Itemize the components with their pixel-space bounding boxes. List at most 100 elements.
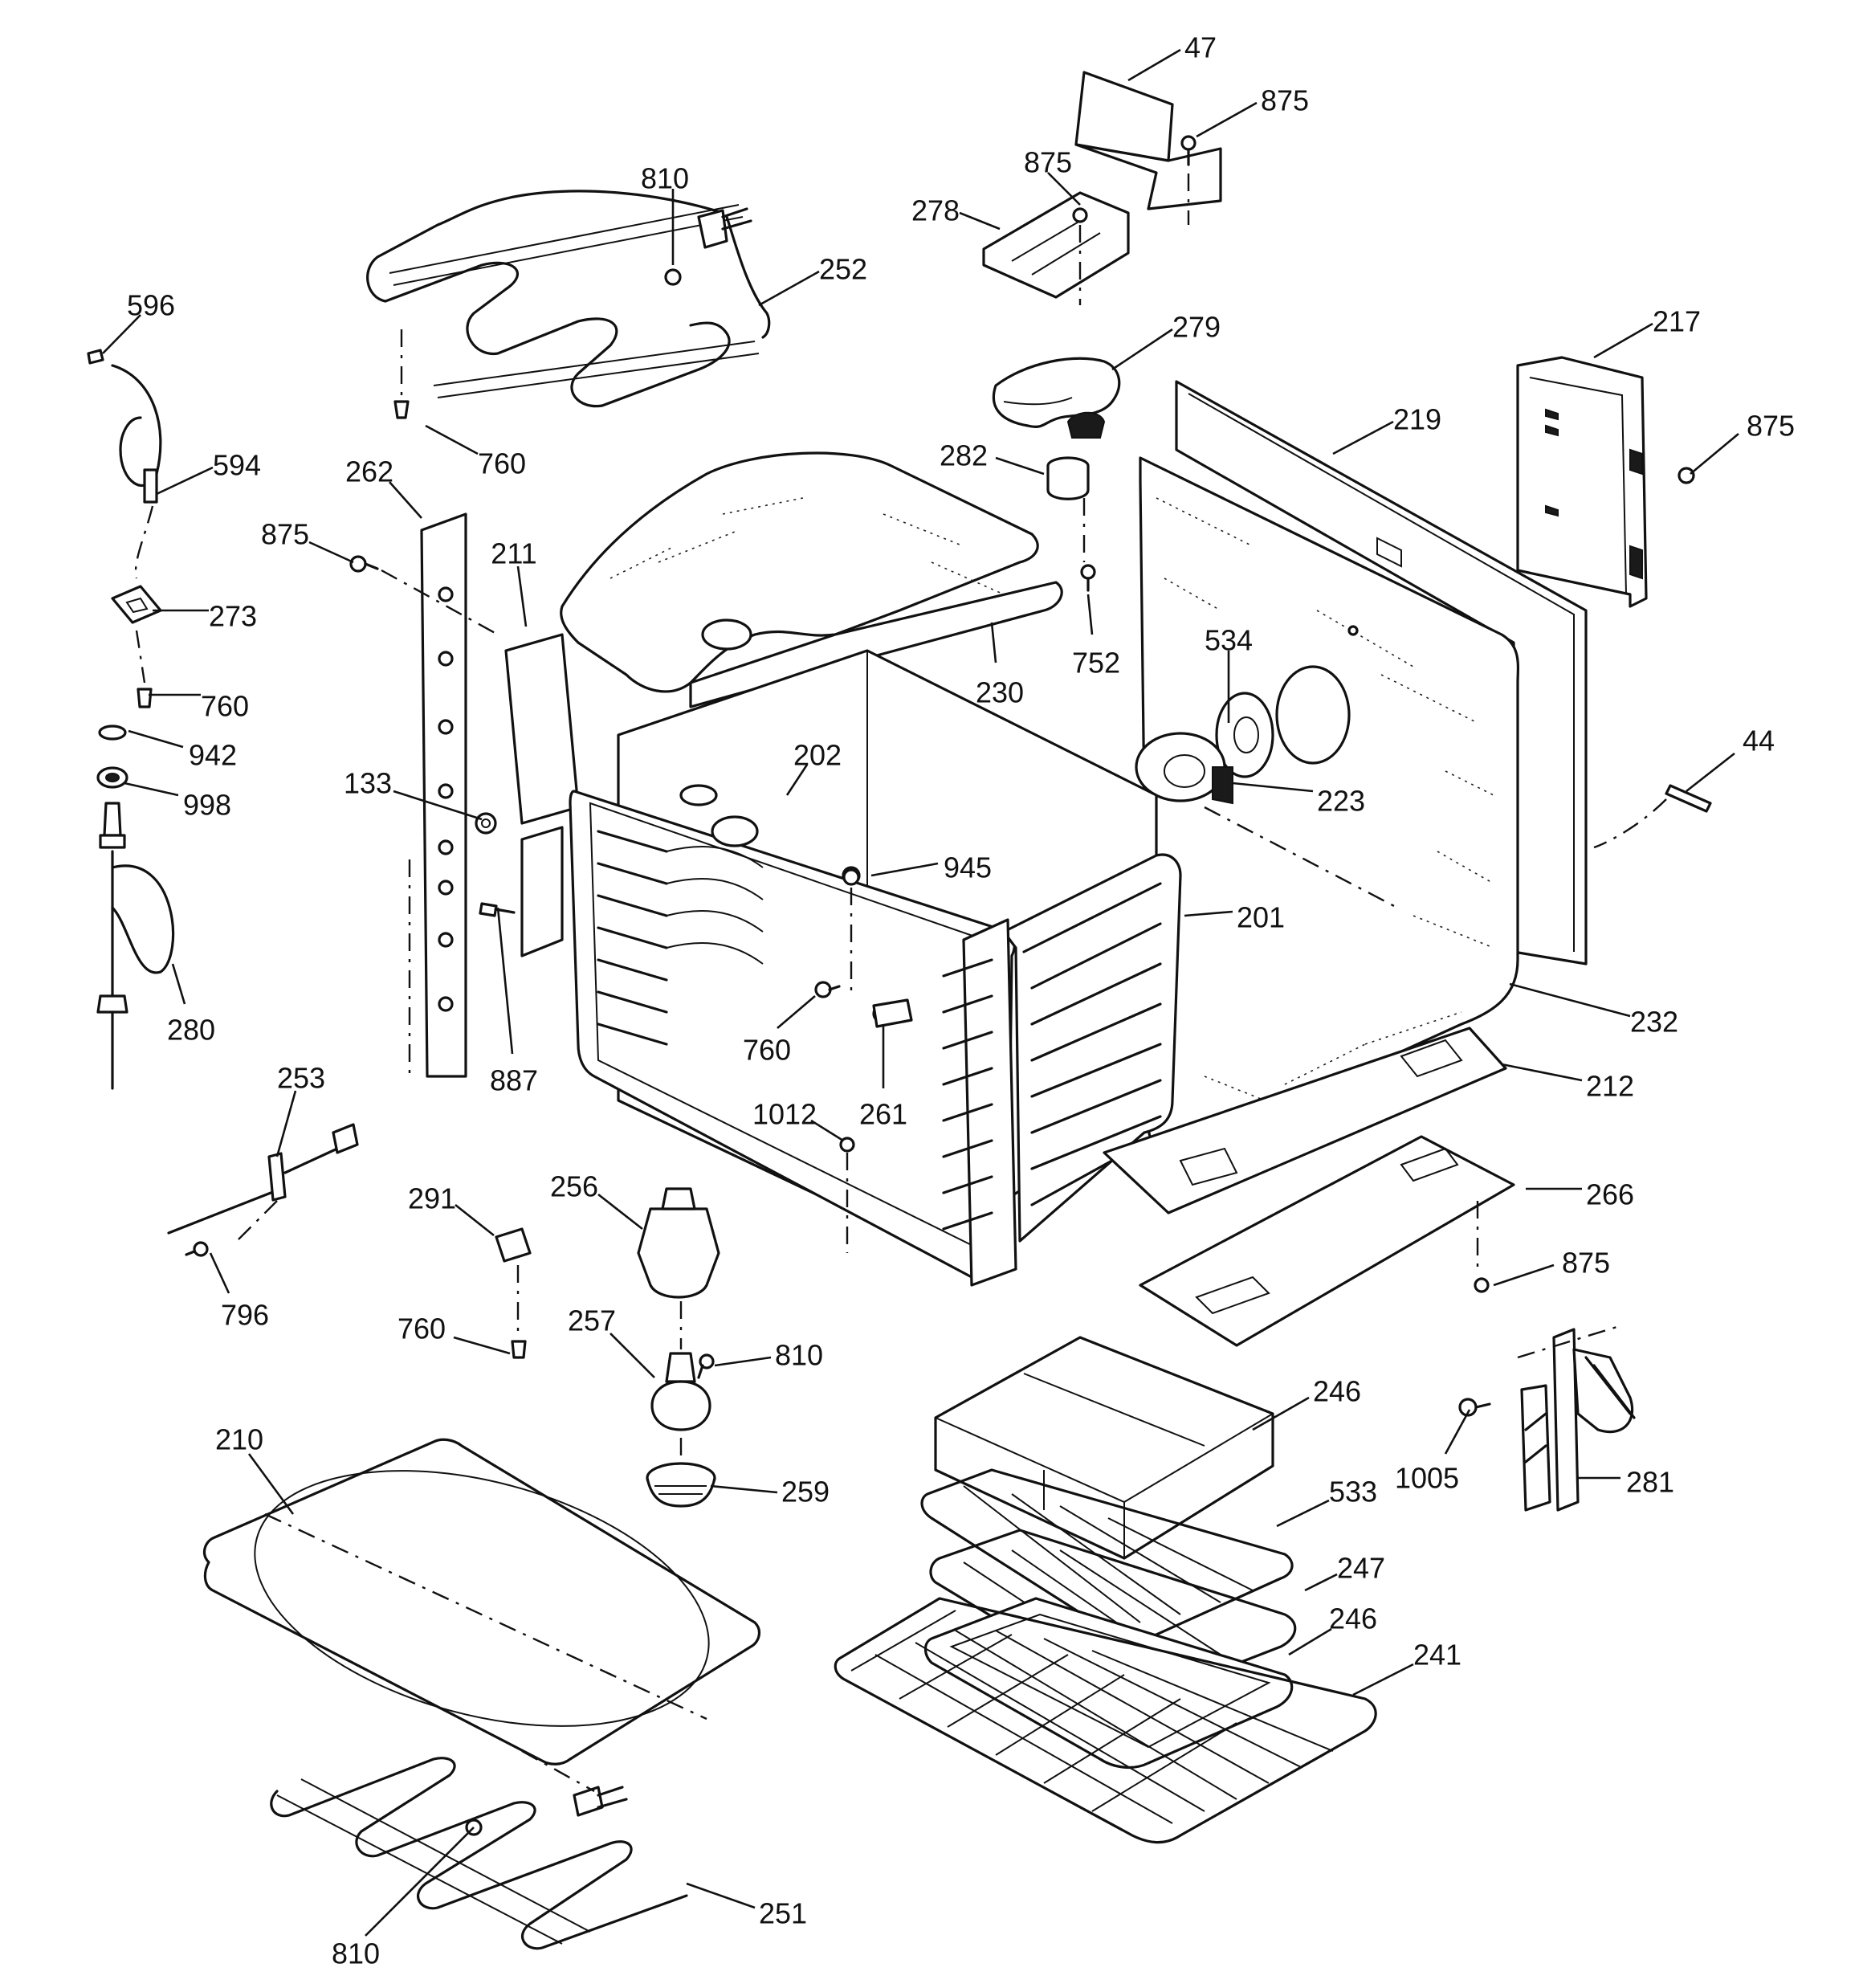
callout-leader-c875e bbox=[1493, 1263, 1555, 1287]
part-875-screw-side bbox=[349, 555, 499, 636]
callout-leader-c256 bbox=[597, 1193, 643, 1231]
callout-leader-c257 bbox=[609, 1333, 655, 1378]
part-246-carton bbox=[934, 1336, 1274, 1560]
callout-label-c280: 280 bbox=[167, 1014, 215, 1047]
callout-leader-c282 bbox=[995, 456, 1045, 476]
part-998-nut bbox=[96, 766, 128, 789]
callout-leader-c202 bbox=[785, 764, 809, 796]
part-44-gasket-strip bbox=[1593, 784, 1712, 849]
part-760-screw-left bbox=[137, 688, 153, 708]
callout-label-c232: 232 bbox=[1630, 1006, 1678, 1039]
part-133-grommet bbox=[475, 812, 497, 835]
part-232-oven-back bbox=[1139, 456, 1519, 1153]
callout-label-c875a: 875 bbox=[1261, 84, 1309, 117]
part-273-gasket bbox=[111, 585, 162, 684]
part-253-sensor bbox=[167, 1123, 359, 1242]
callout-leader-c998 bbox=[124, 782, 179, 797]
callout-label-c261: 261 bbox=[859, 1098, 907, 1131]
callout-leader-c291 bbox=[455, 1203, 495, 1237]
part-257-light-bulb bbox=[650, 1352, 711, 1462]
callout-leader-c217 bbox=[1593, 322, 1653, 359]
callout-leader-c875a bbox=[1196, 101, 1258, 138]
part-201-oven-front-frame bbox=[942, 853, 1182, 1287]
callout-label-c282: 282 bbox=[940, 439, 988, 472]
part-281-door-hinge bbox=[1517, 1324, 1636, 1512]
part-246-broil-pan bbox=[923, 1597, 1294, 1769]
callout-leader-c232 bbox=[1509, 982, 1631, 1018]
callout-label-c212: 212 bbox=[1586, 1070, 1634, 1103]
callout-label-c534: 534 bbox=[1205, 624, 1253, 657]
part-241-oven-rack bbox=[834, 1597, 1377, 1844]
part-211-side-panel bbox=[504, 633, 580, 957]
part-223-fan-blade bbox=[1135, 732, 1398, 909]
callout-label-c241: 241 bbox=[1413, 1639, 1461, 1672]
callout-leader-c594 bbox=[156, 466, 214, 496]
callout-label-c273: 273 bbox=[209, 600, 257, 633]
callout-leader-c760d bbox=[453, 1336, 511, 1355]
part-262-trim-strip bbox=[408, 512, 467, 1078]
part-252-broil-element bbox=[366, 190, 771, 419]
callout-label-c247: 247 bbox=[1337, 1552, 1385, 1585]
callout-leader-c280 bbox=[171, 963, 186, 1005]
part-594-light-socket bbox=[111, 364, 162, 579]
callout-label-c1005: 1005 bbox=[1395, 1462, 1459, 1495]
part-279-blower-cover bbox=[992, 357, 1121, 439]
callout-label-c266: 266 bbox=[1586, 1178, 1634, 1211]
callout-leader-c875b bbox=[1047, 172, 1081, 206]
callout-label-c887: 887 bbox=[490, 1064, 538, 1097]
part-796-screw bbox=[185, 1241, 209, 1257]
callout-label-c246a: 246 bbox=[1313, 1375, 1361, 1408]
callout-label-c219: 219 bbox=[1393, 403, 1441, 436]
callout-label-c760b: 760 bbox=[201, 690, 249, 723]
callout-leader-c810c bbox=[365, 1827, 475, 1937]
callout-label-c278: 278 bbox=[911, 194, 960, 227]
callout-leader-c253 bbox=[275, 1090, 297, 1157]
callout-label-c291: 291 bbox=[408, 1182, 456, 1215]
part-760-screw-cavity bbox=[814, 981, 841, 998]
callout-leader-c942 bbox=[128, 729, 184, 749]
part-534-fan-baffle bbox=[1215, 692, 1274, 778]
part-810-screw-lamp bbox=[697, 1353, 715, 1379]
part-945-sensor bbox=[842, 868, 860, 992]
callout-leader-c752 bbox=[1086, 594, 1094, 635]
callout-label-c875c: 875 bbox=[1747, 410, 1795, 443]
callout-leader-c1012 bbox=[810, 1119, 844, 1142]
callout-leader-c887 bbox=[496, 907, 514, 1055]
callout-label-c256: 256 bbox=[550, 1170, 598, 1203]
callout-leader-c760c bbox=[777, 995, 816, 1029]
callout-label-c760a: 760 bbox=[478, 447, 526, 480]
callout-leader-c133 bbox=[393, 790, 483, 821]
callout-label-c133: 133 bbox=[344, 767, 392, 800]
callout-label-c810b: 810 bbox=[775, 1339, 823, 1372]
callout-leader-c262 bbox=[389, 481, 422, 519]
callout-label-c44: 44 bbox=[1743, 725, 1775, 757]
callout-label-c810c: 810 bbox=[332, 1937, 380, 1970]
callout-label-c211: 211 bbox=[491, 537, 536, 570]
callout-leader-c259 bbox=[710, 1484, 778, 1494]
part-210-oven-bottom bbox=[202, 1438, 761, 1766]
callout-leader-c810b bbox=[714, 1356, 772, 1367]
callout-leader-c252 bbox=[758, 270, 820, 307]
callout-leader-c246a bbox=[1252, 1396, 1310, 1431]
callout-label-c533: 533 bbox=[1329, 1476, 1377, 1508]
callout-label-c945: 945 bbox=[944, 851, 992, 884]
callout-leader-c210 bbox=[247, 1453, 295, 1515]
callout-label-c998: 998 bbox=[183, 789, 231, 822]
callout-label-c796: 796 bbox=[221, 1299, 269, 1332]
callout-label-c596: 596 bbox=[127, 289, 175, 322]
callout-label-c253: 253 bbox=[277, 1062, 325, 1095]
callout-label-c281: 281 bbox=[1626, 1466, 1674, 1499]
callout-leader-c219 bbox=[1332, 420, 1394, 455]
part-230-top-wrap bbox=[560, 451, 1063, 708]
callout-label-c230: 230 bbox=[976, 676, 1024, 709]
callout-leader-c211 bbox=[516, 565, 528, 627]
part-942-washer bbox=[98, 725, 127, 741]
part-752-screw bbox=[1080, 498, 1096, 592]
callout-label-c202: 202 bbox=[793, 739, 842, 772]
part-266-bottom-bracket bbox=[1139, 1135, 1515, 1347]
callout-leader-c760a bbox=[425, 424, 479, 455]
callout-leader-c796 bbox=[209, 1252, 230, 1294]
part-256-lamp-housing bbox=[637, 1187, 720, 1349]
callout-label-c875b: 875 bbox=[1024, 146, 1072, 179]
callout-label-c223: 223 bbox=[1317, 785, 1365, 818]
